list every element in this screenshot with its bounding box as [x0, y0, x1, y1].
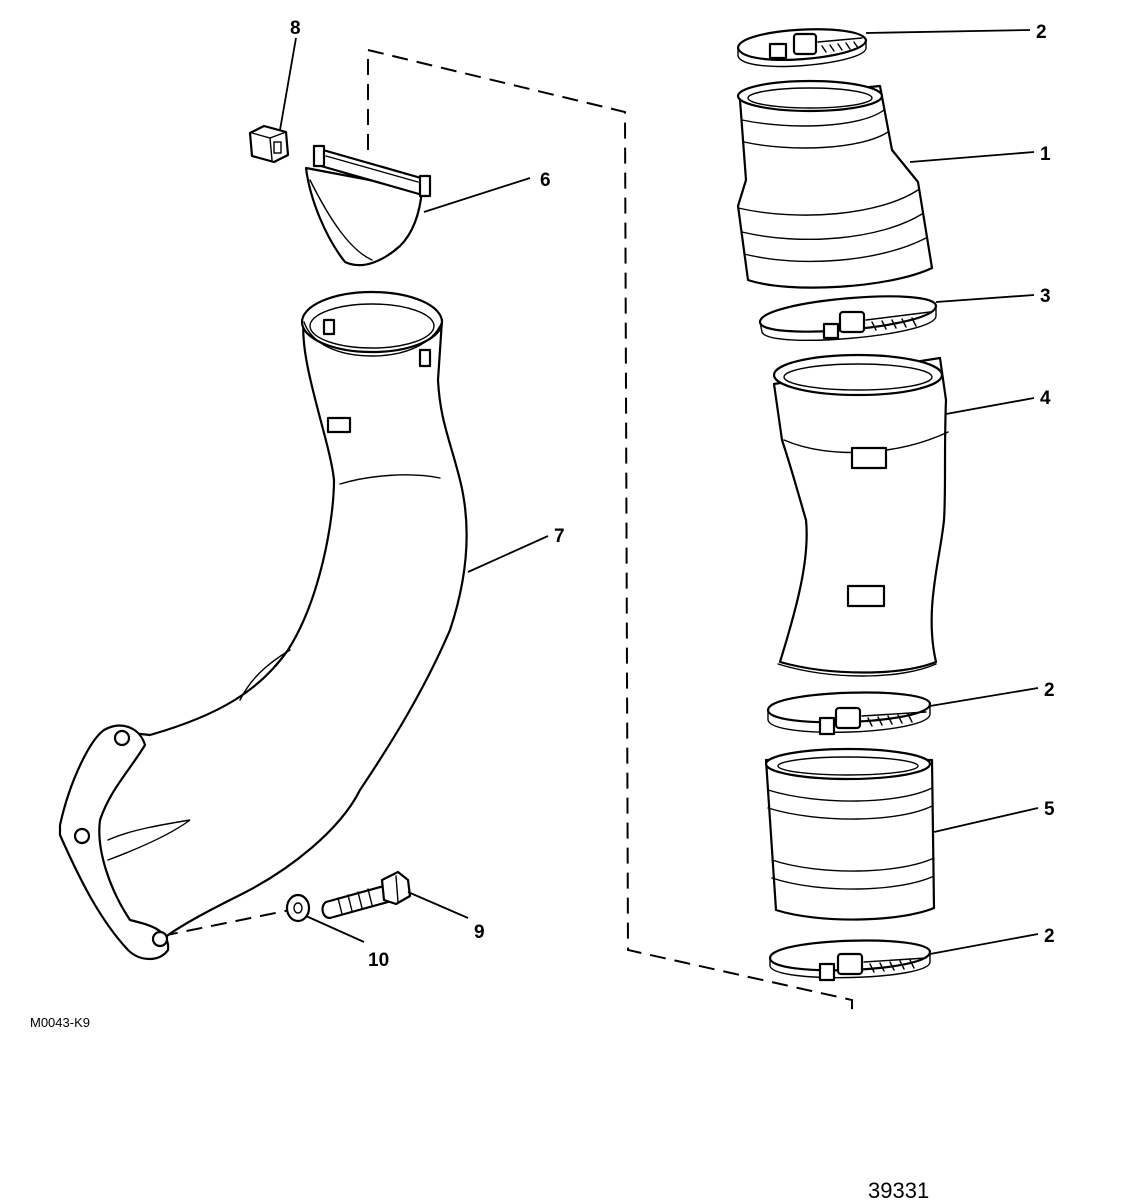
callout-7: 7 — [554, 526, 565, 547]
callout-6: 6 — [540, 170, 551, 191]
part-2-hose-clamp-top — [736, 28, 868, 68]
part-4-shaped-hose — [772, 353, 949, 677]
part-5-coupler-hose — [764, 747, 936, 921]
part-8-clip — [248, 124, 290, 164]
callout-8: 8 — [290, 18, 301, 39]
callout-10: 10 — [368, 950, 389, 971]
callout-2-middle: 2 — [1044, 680, 1055, 701]
callout-labels: 2 1 3 4 2 5 2 6 7 8 9 10 — [290, 18, 1055, 971]
reference-number: 39331 — [868, 1178, 929, 1200]
part-9-bolt — [321, 870, 412, 920]
callout-3: 3 — [1040, 286, 1051, 307]
callout-9: 9 — [474, 922, 485, 943]
part-10-washer — [285, 893, 311, 923]
callout-2-top: 2 — [1036, 22, 1047, 43]
part-7-exhaust-elbow — [58, 290, 468, 961]
leader-lines — [279, 29, 1039, 955]
part-3-hose-clamp — [758, 295, 938, 341]
part-2-hose-clamp-middle — [766, 691, 932, 736]
callout-5: 5 — [1044, 799, 1055, 820]
part-2-hose-clamp-bottom — [768, 939, 932, 982]
alignment-lines — [161, 48, 853, 1012]
callout-1: 1 — [1040, 144, 1051, 165]
part-1-hose-reducer — [736, 79, 934, 289]
callout-2-bottom: 2 — [1044, 926, 1055, 947]
drawing-code: M0043-K9 — [30, 1015, 90, 1030]
part-6-flapper-valve — [304, 144, 432, 267]
callout-4: 4 — [1040, 388, 1051, 409]
